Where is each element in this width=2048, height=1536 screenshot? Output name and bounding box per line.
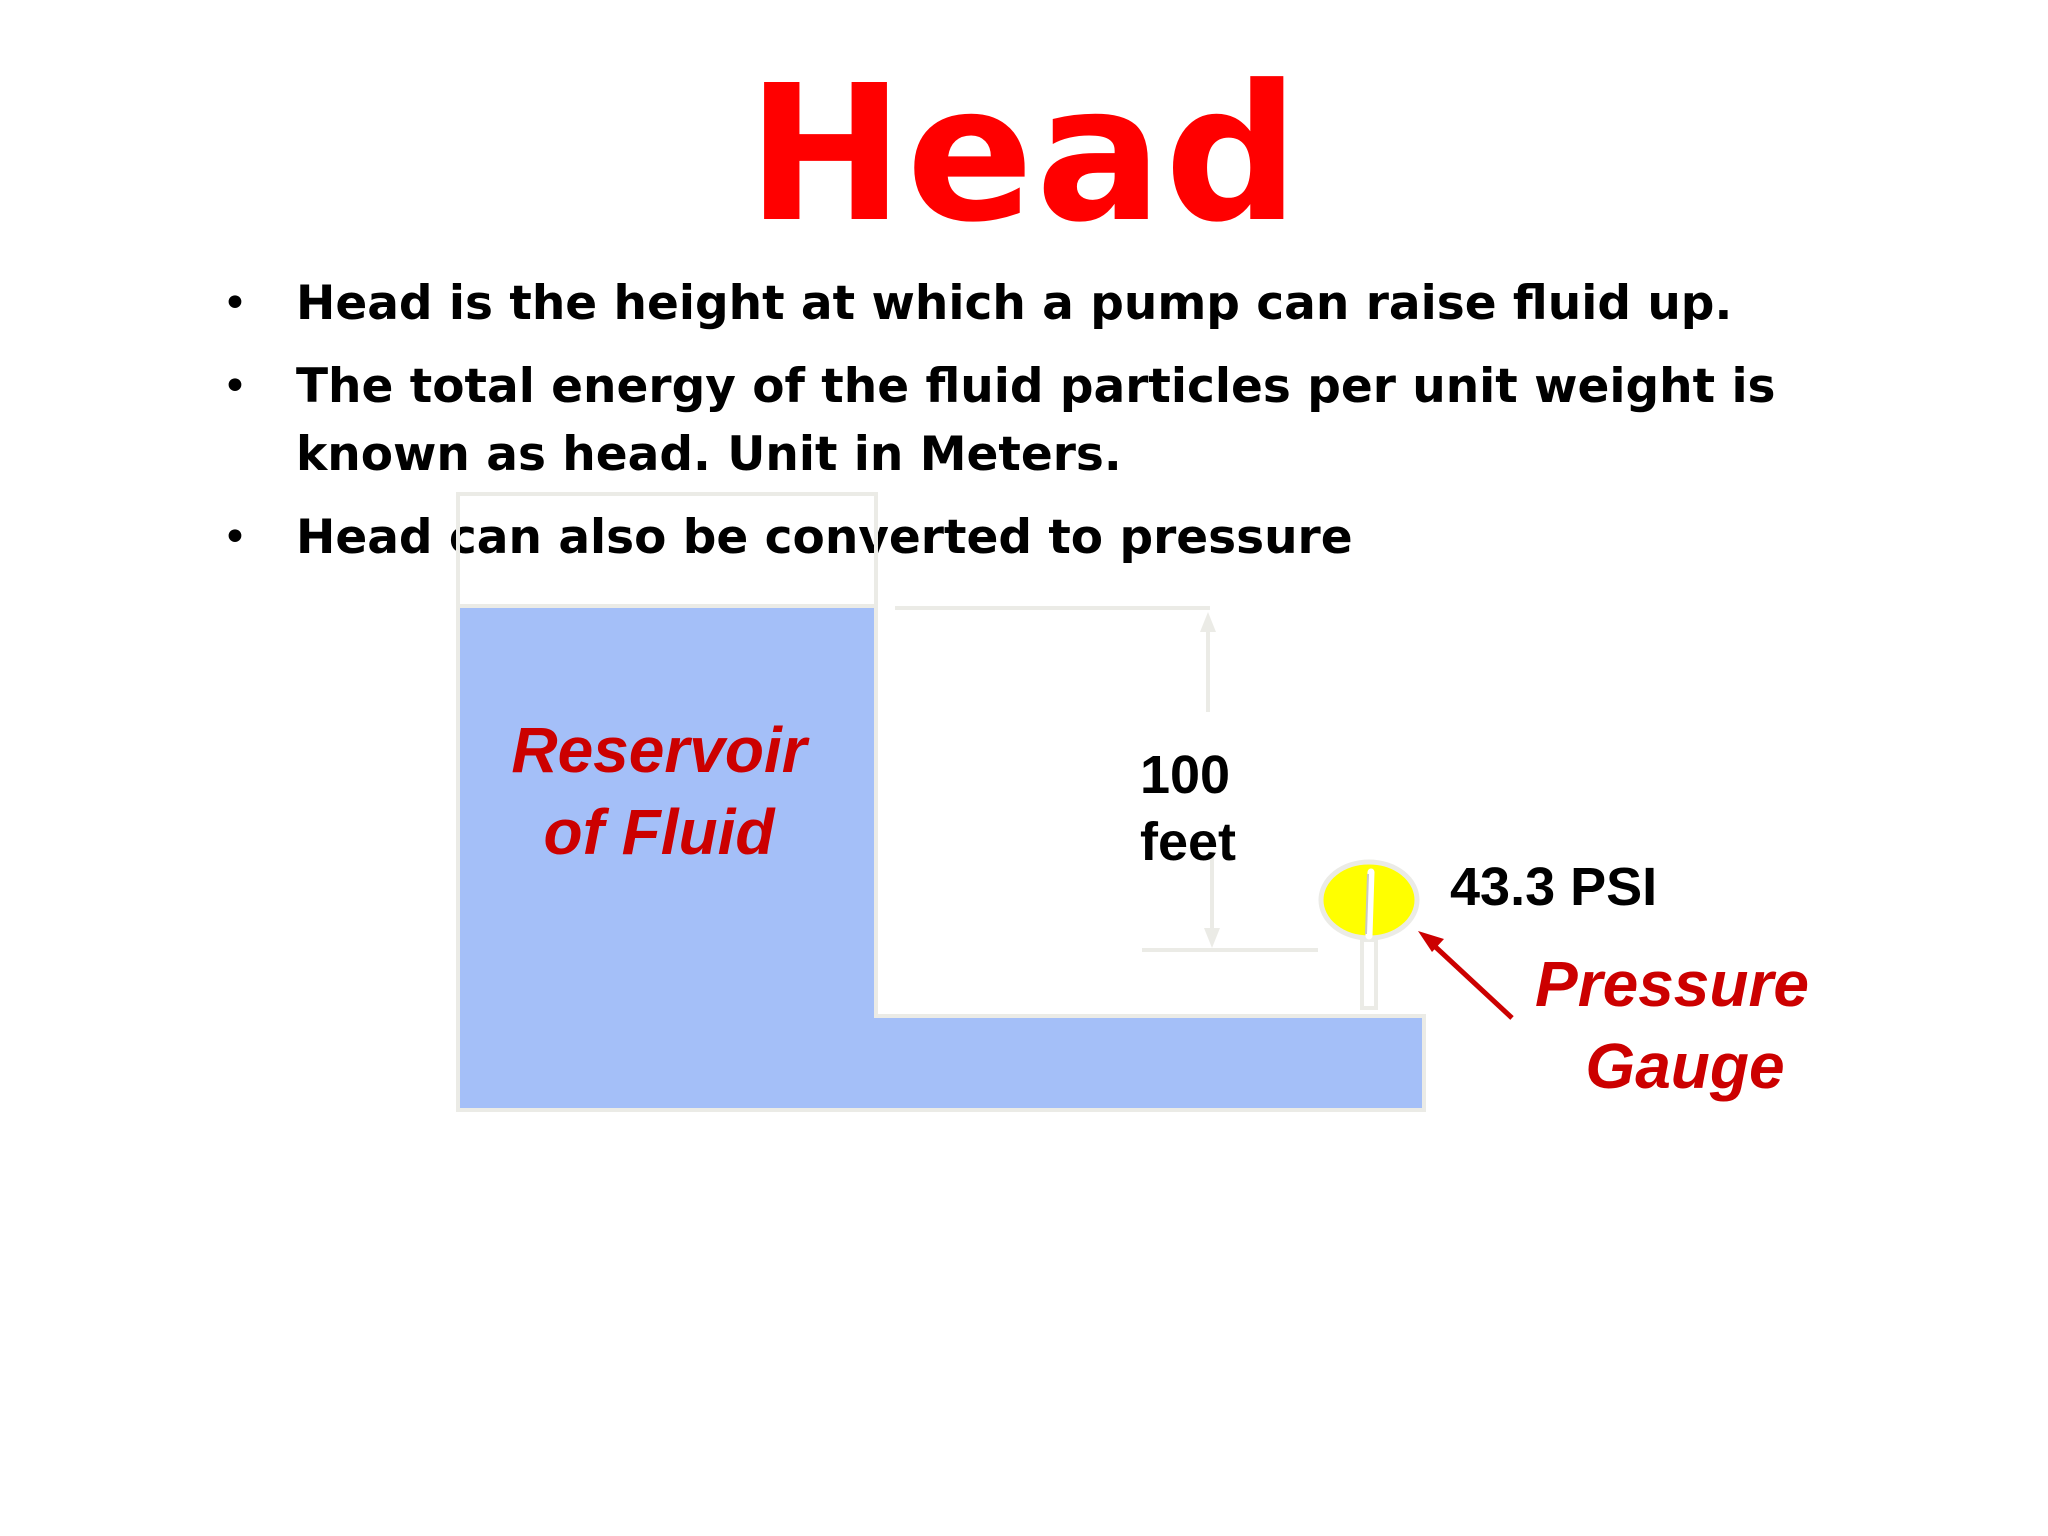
gauge-needle [1365, 868, 1375, 940]
bullet-list: • Head is the height at which a pump can… [210, 270, 1860, 587]
bullet-text: The total energy of the fluid particles … [296, 359, 1776, 482]
bullet-item: • The total energy of the fluid particle… [210, 353, 1860, 489]
gauge-label-line1: Pressure [1535, 948, 1809, 1020]
arrow-down-icon [1204, 928, 1220, 948]
reservoir-label-line1: Reservoir [511, 714, 809, 786]
bullet-item: • Head can also be converted to pressure [210, 504, 1860, 572]
fluid-body [456, 604, 1426, 1112]
bullet-dot-icon: • [222, 278, 248, 329]
pressure-reading: 43.3 PSI [1450, 857, 1657, 917]
gauge-pointer-line [1426, 938, 1514, 1020]
height-label-unit: feet [1140, 812, 1236, 872]
bullet-item: • Head is the height at which a pump can… [210, 270, 1860, 338]
arrow-up-icon [1200, 612, 1216, 632]
pressure-gauge-icon [1318, 859, 1420, 941]
gauge-stem [1360, 938, 1378, 1010]
bullet-text: Head is the height at which a pump can r… [296, 276, 1733, 331]
bullet-dot-icon: • [222, 512, 248, 563]
bullet-text: Head can also be converted to pressure [296, 510, 1353, 565]
gauge-label-line2: Gauge [1585, 1030, 1784, 1102]
reservoir-label-line2: of Fluid [543, 796, 776, 868]
height-label-value: 100 [1140, 745, 1230, 805]
gauge-needle-edge [1365, 873, 1369, 935]
bullet-dot-icon: • [222, 361, 248, 412]
slide-title: Head [746, 45, 1302, 264]
gauge-pointer-arrow-icon [1418, 931, 1444, 952]
